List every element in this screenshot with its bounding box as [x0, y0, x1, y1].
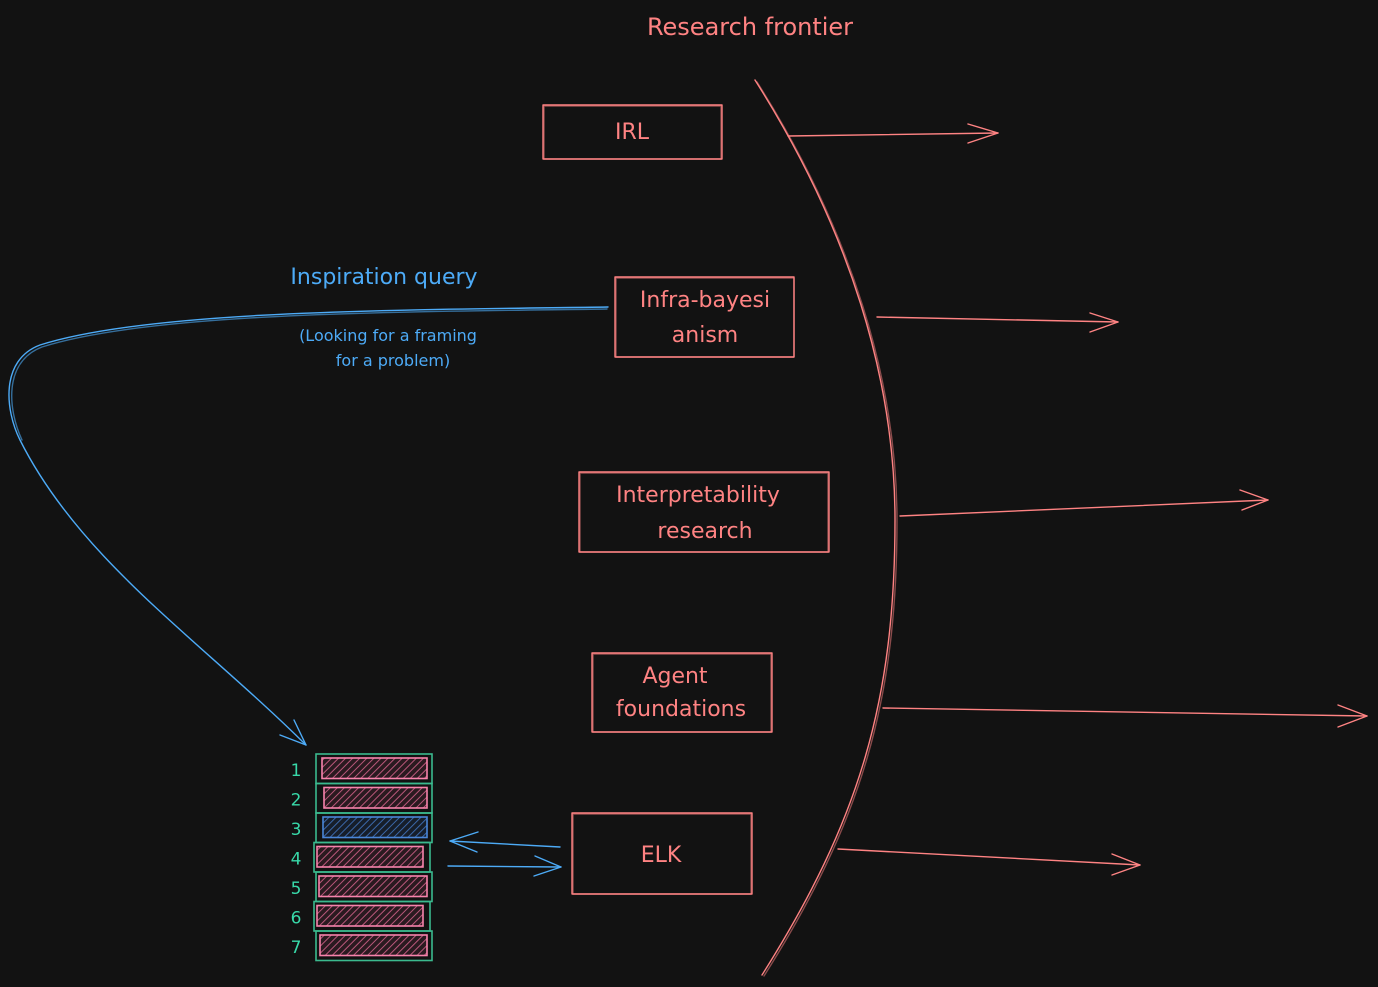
arrow-agent-foundations: [882, 704, 1368, 728]
stack-item-bar: [319, 934, 428, 957]
box-agent-foundations-line1: Agent: [642, 664, 707, 689]
box-interpretability-line2: research: [657, 519, 752, 544]
box-irl-label: IRL: [615, 120, 650, 145]
query-note-line2: for a problem): [336, 351, 450, 370]
stack-item-bar: [316, 904, 424, 927]
stack-item-bar-highlighted: [322, 816, 428, 839]
query-arrow: [8, 306, 609, 746]
frontier-curve: [754, 79, 898, 977]
stack-item-5[interactable]: 5: [291, 871, 433, 903]
arrow-elk-to-stack: [449, 831, 561, 853]
query-note-line1: (Looking for a framing: [299, 326, 477, 345]
box-interpretability-line1: Interpretability: [616, 483, 780, 508]
stack-item-outline: [315, 930, 433, 962]
results-stack: 1 2 3 4 5 6 7: [291, 753, 433, 962]
box-interpretability-research[interactable]: Interpretability research: [578, 471, 830, 553]
stack-item-number: 3: [291, 820, 302, 840]
stack-item-1[interactable]: 1: [291, 753, 433, 785]
box-agent-foundations[interactable]: Agent foundations: [591, 652, 773, 733]
box-infra-bayesianism-line2: anism: [672, 323, 738, 348]
stack-item-6[interactable]: 6: [291, 900, 431, 932]
stack-item-number: 5: [291, 879, 302, 899]
arrow-elk: [837, 848, 1141, 876]
box-infra-bayesianism-line1: Infra-bayesi: [640, 288, 770, 313]
box-irl[interactable]: IRL: [542, 104, 723, 160]
box-infra-bayesianism[interactable]: Infra-bayesi anism: [614, 276, 795, 358]
stack-item-4[interactable]: 4: [291, 841, 431, 873]
arrow-stack-to-elk: [447, 855, 562, 877]
box-elk-label: ELK: [641, 843, 682, 868]
stack-item-3[interactable]: 3: [291, 812, 433, 844]
stack-item-7[interactable]: 7: [291, 930, 433, 962]
stack-item-number: 6: [291, 909, 302, 929]
stack-item-bar: [318, 875, 428, 898]
query-label: Inspiration query: [290, 265, 477, 290]
stack-item-bar: [316, 845, 424, 868]
stack-item-number: 4: [291, 850, 302, 870]
stack-item-2[interactable]: 2: [291, 782, 433, 814]
stack-item-number: 1: [291, 761, 302, 781]
stack-item-bar: [321, 757, 428, 780]
arrow-irl: [787, 123, 999, 144]
stack-item-bar: [323, 786, 428, 809]
diagram-title: Research frontier: [647, 13, 853, 41]
stack-item-number: 7: [291, 938, 302, 958]
arrow-infra-bayesianism: [876, 312, 1119, 333]
stack-item-number: 2: [291, 791, 302, 811]
box-elk[interactable]: ELK: [571, 812, 753, 895]
arrow-interpretability: [899, 489, 1269, 517]
box-agent-foundations-line2: foundations: [616, 697, 746, 722]
